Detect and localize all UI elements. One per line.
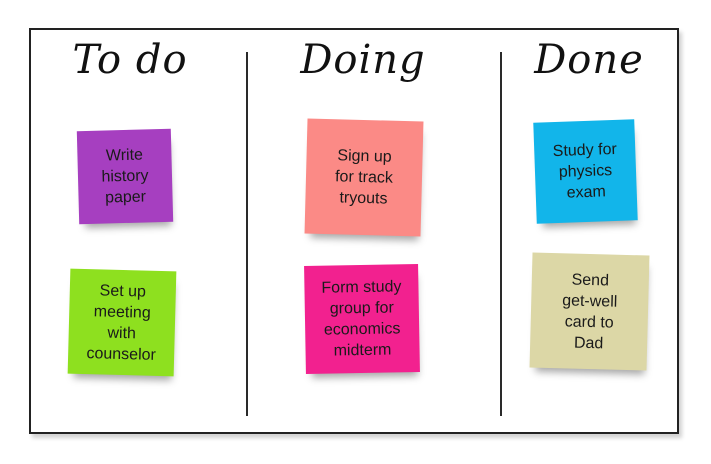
column-divider <box>246 52 248 416</box>
note-line: Send <box>571 271 610 289</box>
sticky-note-set-up-meeting[interactable]: Set up meeting with counselor <box>67 268 177 377</box>
note-text: Set up meeting with counselor <box>86 280 158 366</box>
column-divider <box>500 52 502 416</box>
sticky-note-form-study-group[interactable]: Form study group for economics midterm <box>304 264 420 374</box>
note-line: tryouts <box>339 189 388 208</box>
note-line: card to <box>564 312 614 332</box>
note-text: Send get-well card to Dad <box>561 269 618 354</box>
sticky-note-sign-up-track[interactable]: Sign up for track tryouts <box>304 118 424 237</box>
note-line: physics <box>558 162 613 181</box>
note-line: history <box>101 167 149 186</box>
note-line: exam <box>566 183 607 202</box>
note-line: economics <box>323 320 401 339</box>
note-line: group for <box>329 299 394 318</box>
note-line: Form study <box>321 278 402 297</box>
sticky-note-study-physics[interactable]: Study for physics exam <box>533 119 638 224</box>
note-text: Sign up for track tryouts <box>334 145 393 209</box>
note-line: counselor <box>86 344 157 364</box>
note-line: Set up <box>99 281 147 301</box>
note-line: midterm <box>333 341 392 360</box>
note-line: with <box>107 324 137 342</box>
note-line: paper <box>104 188 147 207</box>
note-line: get-well <box>561 291 618 311</box>
note-text: Write history paper <box>101 144 150 208</box>
note-line: meeting <box>93 302 151 322</box>
note-line: Sign up <box>337 147 392 166</box>
note-line: Dad <box>573 334 604 352</box>
sticky-note-write-history-paper[interactable]: Write history paper <box>76 128 174 225</box>
column-title-done: Done <box>534 37 644 83</box>
sticky-note-send-get-well-card[interactable]: Send get-well card to Dad <box>529 252 650 371</box>
note-line: for track <box>334 168 394 187</box>
note-text: Form study group for economics midterm <box>321 276 402 361</box>
column-title-todo: To do <box>72 37 188 83</box>
note-text: Study for physics exam <box>552 139 618 204</box>
note-line: Write <box>105 146 144 165</box>
column-title-doing: Doing <box>300 37 426 83</box>
note-line: Study for <box>552 140 618 161</box>
